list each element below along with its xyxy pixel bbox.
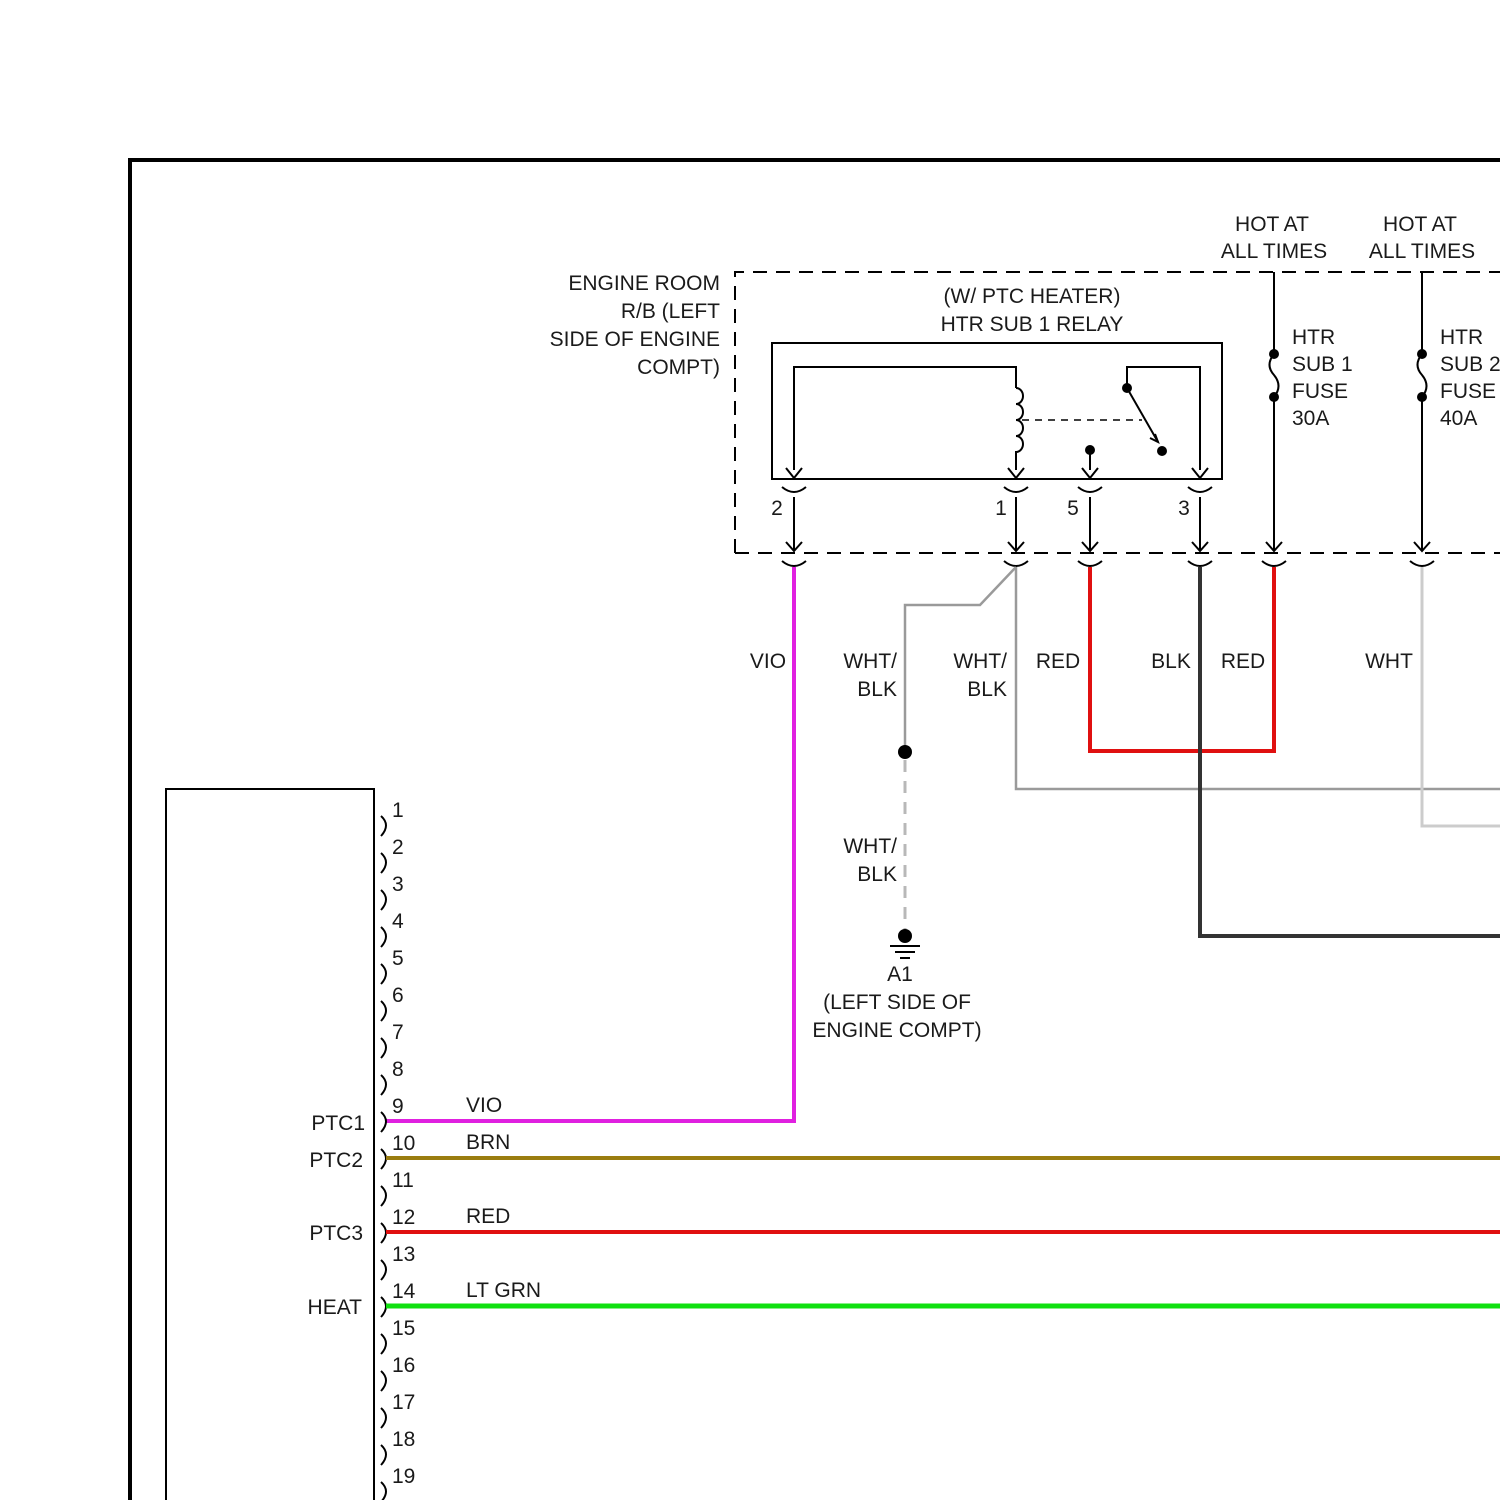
connector-pin-cavity — [381, 1149, 386, 1169]
connector-pin-cavity — [381, 1001, 386, 1021]
wire-label-ptc2-brn: BRN — [466, 1131, 510, 1154]
connector-pin-number: 19 — [392, 1465, 415, 1488]
relay-terminals — [782, 487, 1434, 566]
wire-label-ptc3-red: RED — [466, 1205, 510, 1228]
relay-name: HTR SUB 1 RELAY — [941, 313, 1124, 336]
connector-pin-number: 12 — [392, 1206, 415, 1229]
fuse-1-line-1: HTR — [1292, 326, 1335, 349]
ground-symbol-a1 — [890, 929, 920, 958]
wire-label-wht-blk-right-2: BLK — [967, 678, 1007, 701]
connector-pin-cavity — [381, 1260, 386, 1280]
wire-label-wht: WHT — [1365, 650, 1413, 673]
fuse-2-line-2: SUB 2 — [1440, 353, 1500, 376]
power-source-1: HOT AT ALL TIMES — [1221, 213, 1327, 263]
power-source-1-line-1: HOT AT — [1235, 213, 1309, 236]
wire-label-wht-blk-ground-1: WHT/ — [843, 835, 897, 858]
connector-pin-cavity — [381, 1445, 386, 1465]
wire-label-wht-blk-left-2: BLK — [857, 678, 897, 701]
ground-location-line-2: ENGINE COMPT) — [812, 1019, 981, 1042]
fuse-2-line-1: HTR — [1440, 326, 1483, 349]
connector-pin-number: 7 — [392, 1021, 404, 1044]
wire-wht — [1422, 567, 1500, 826]
splice-point — [898, 745, 912, 759]
fuse-1-line-3: FUSE — [1292, 380, 1348, 403]
connector-pin-cavity — [381, 890, 386, 910]
wire-label-red-left: RED — [1036, 650, 1080, 673]
relay-pin-3: 3 — [1178, 497, 1190, 520]
connector-pin-number: 13 — [392, 1243, 415, 1266]
connector-pin-cavity — [381, 1112, 386, 1132]
relay-condition: (W/ PTC HEATER) — [944, 285, 1121, 308]
connector-pin-cavity — [381, 853, 386, 873]
wire-label-vio: VIO — [750, 650, 786, 673]
connector-pin-number: 16 — [392, 1354, 415, 1377]
relay-pin-5: 5 — [1067, 497, 1079, 520]
signal-heat: HEAT — [308, 1296, 363, 1319]
connector-pin-cavity — [381, 1334, 386, 1354]
relay-switch-contact — [1127, 388, 1158, 442]
relay-coil — [1016, 388, 1023, 470]
connector-pin-cavity — [381, 927, 386, 947]
connector-pin-cavity — [381, 1297, 386, 1317]
relay-arrowheads — [786, 434, 1208, 478]
heater-module-box — [166, 789, 374, 1500]
fuse-1-line-4: 30A — [1292, 407, 1329, 430]
connector-pin-number: 17 — [392, 1391, 415, 1414]
fuse-2-line-3: FUSE — [1440, 380, 1496, 403]
connector-pin-number: 8 — [392, 1058, 404, 1081]
signal-ptc3: PTC3 — [309, 1222, 363, 1245]
connector-pin-number: 15 — [392, 1317, 415, 1340]
relay-box-location-line-1: ENGINE ROOM — [568, 272, 720, 295]
power-source-1-line-2: ALL TIMES — [1221, 240, 1327, 263]
wire-vio — [386, 567, 794, 1121]
connector-pin-number: 3 — [392, 873, 404, 896]
wire-label-blk: BLK — [1151, 650, 1191, 673]
htr-sub-1-fuse: HTR SUB 1 FUSE 30A — [1269, 272, 1353, 551]
htr-sub-1-relay — [772, 343, 1222, 479]
wire-label-heat-lt-grn: LT GRN — [466, 1279, 541, 1302]
connector-pin-number: 2 — [392, 836, 404, 859]
connector-pin-number: 10 — [392, 1132, 415, 1155]
htr-sub-2-fuse: HTR SUB 2 FUSE 40A — [1417, 272, 1500, 551]
relay-pin-2: 2 — [771, 497, 783, 520]
connector-pin-number: 18 — [392, 1428, 415, 1451]
connector-pin-number: 4 — [392, 910, 404, 933]
relay-box-location: ENGINE ROOM R/B (LEFT SIDE OF ENGINE COM… — [550, 272, 721, 379]
ground-location-line-1: (LEFT SIDE OF — [823, 991, 971, 1014]
power-source-2: HOT AT ALL TIMES — [1369, 213, 1475, 263]
wire-label-red-right: RED — [1221, 650, 1265, 673]
connector-pin-cavity — [381, 816, 386, 836]
connector-pin-number: 11 — [392, 1169, 414, 1192]
connector-pin-cavity — [381, 964, 386, 984]
connector-pin-cavity — [381, 1482, 386, 1500]
signal-ptc1: PTC1 — [311, 1112, 365, 1135]
connector-pin-cavity — [381, 1223, 386, 1243]
wire-label-ptc1-vio: VIO — [466, 1094, 502, 1117]
fuse-1-line-2: SUB 1 — [1292, 353, 1353, 376]
ground-id: A1 — [887, 963, 913, 986]
connector-pin-cavity — [381, 1408, 386, 1428]
connector-pin-number: 14 — [392, 1280, 416, 1303]
relay-pin-1: 1 — [995, 497, 1007, 520]
wire-label-wht-blk-left-1: WHT/ — [843, 650, 897, 673]
connector-pin-number: 6 — [392, 984, 404, 1007]
wire-label-wht-blk-right-1: WHT/ — [953, 650, 1007, 673]
power-source-2-line-2: ALL TIMES — [1369, 240, 1475, 263]
connector-pin-cavity — [381, 1038, 386, 1058]
power-source-2-line-1: HOT AT — [1383, 213, 1457, 236]
connector-pin-cavity — [381, 1186, 386, 1206]
connector-pin-cavity — [381, 1371, 386, 1391]
relay-box-location-line-3: SIDE OF ENGINE — [550, 328, 720, 351]
connector-pin-cavity — [381, 1075, 386, 1095]
relay-box-location-line-2: R/B (LEFT — [621, 300, 720, 323]
connector-pin-number: 9 — [392, 1095, 404, 1118]
connector-pin-number: 5 — [392, 947, 404, 970]
relay-box-location-line-4: COMPT) — [637, 356, 720, 379]
connector-pin-number: 1 — [392, 799, 404, 822]
wire-label-wht-blk-ground-2: BLK — [857, 863, 897, 886]
signal-ptc2: PTC2 — [309, 1149, 363, 1172]
fuse-2-line-4: 40A — [1440, 407, 1477, 430]
